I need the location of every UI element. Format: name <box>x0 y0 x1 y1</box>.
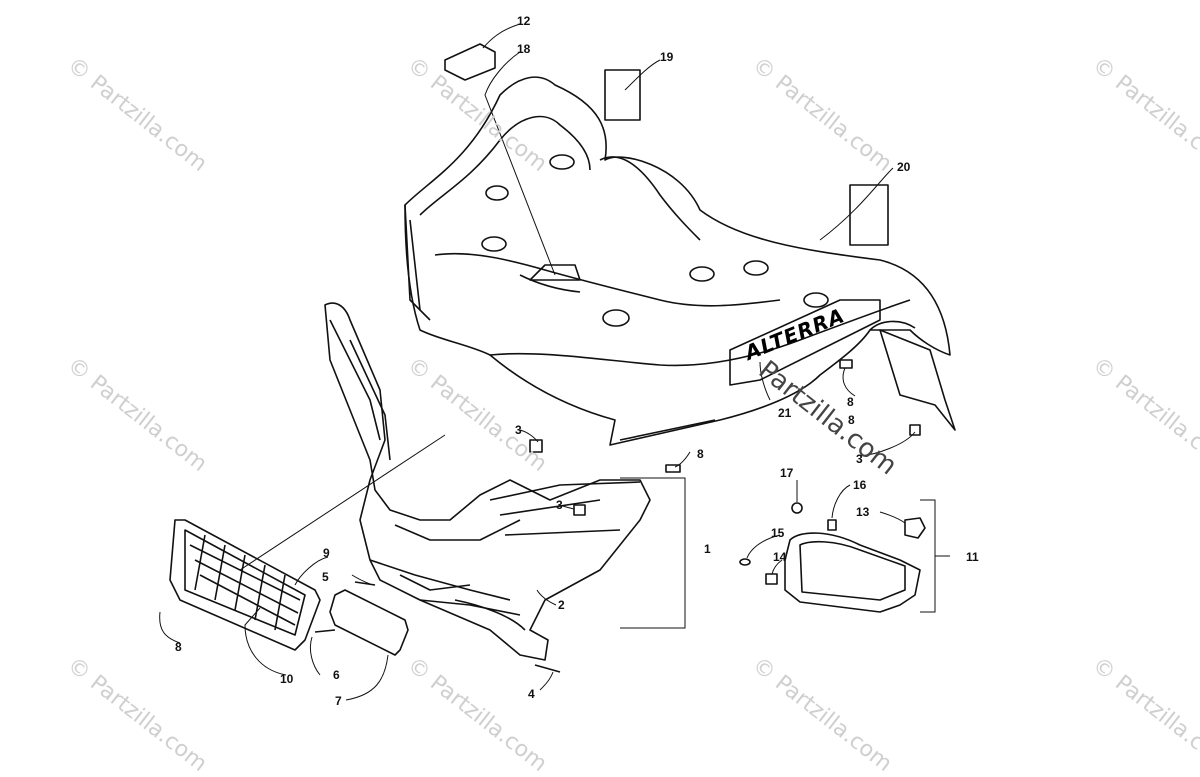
screw-5 <box>354 581 376 586</box>
callout-3-right: 3 <box>856 452 863 466</box>
callout-20: 20 <box>897 160 911 174</box>
diagram-canvas <box>159 23 956 701</box>
headlight-11 <box>784 532 921 613</box>
callout-3-top: 3 <box>515 423 522 437</box>
parts-diagram: 12 18 19 20 21 8 3 3 3 8 1 2 9 5 6 7 10 … <box>62 14 1200 777</box>
callout-3-mid: 3 <box>556 498 563 512</box>
leader-lines <box>159 23 950 701</box>
callout-9: 9 <box>323 546 330 560</box>
callout-17: 12 <box>517 14 531 28</box>
callout-8-right: 8 <box>847 395 854 409</box>
rivet-8a <box>665 464 681 473</box>
callout-8-left: 8 <box>175 640 182 654</box>
callout-7: 7 <box>335 694 342 708</box>
callout-8-top: 8 <box>697 447 704 461</box>
callout-16: 17 <box>780 466 794 480</box>
badge-17 <box>444 43 496 81</box>
callout-21: 21 <box>778 406 792 420</box>
decal-19 <box>604 69 641 121</box>
callout-2: 2 <box>558 598 565 612</box>
decal-21-plate <box>729 299 881 386</box>
connector-15 <box>827 519 837 531</box>
rivet-8b <box>839 359 853 369</box>
screw-6 <box>314 629 336 633</box>
callout-11: 11 <box>966 550 979 564</box>
rack-holes <box>481 154 829 327</box>
clip-3c <box>909 424 921 436</box>
callout-19: 19 <box>660 50 674 64</box>
callout-5: 5 <box>322 570 329 584</box>
callout-10: 10 <box>280 672 294 686</box>
o-ring-14 <box>739 558 751 566</box>
callout-14: 15 <box>771 526 785 540</box>
decal-20 <box>849 184 889 246</box>
callout-4: 4 <box>528 687 535 701</box>
callout-6: 6 <box>333 668 340 682</box>
clip-3b <box>573 504 586 516</box>
callout-18: 18 <box>517 42 531 56</box>
grille-10 <box>169 519 321 651</box>
callout-13: 14 <box>773 550 787 564</box>
callout-15: 16 <box>853 478 867 492</box>
bulb-12 <box>904 517 926 539</box>
fender-bracket <box>879 329 956 431</box>
front-bumper <box>324 302 651 661</box>
clip-3a <box>529 439 543 453</box>
callout-1: 1 <box>704 542 711 556</box>
callout-12: 13 <box>856 505 870 519</box>
fastener-16 <box>791 502 803 514</box>
callout-8-extra: 8 <box>848 413 855 427</box>
lens-7 <box>329 589 409 656</box>
socket-13 <box>765 573 778 585</box>
front-fender-body <box>404 76 951 446</box>
screw-4 <box>534 664 561 673</box>
